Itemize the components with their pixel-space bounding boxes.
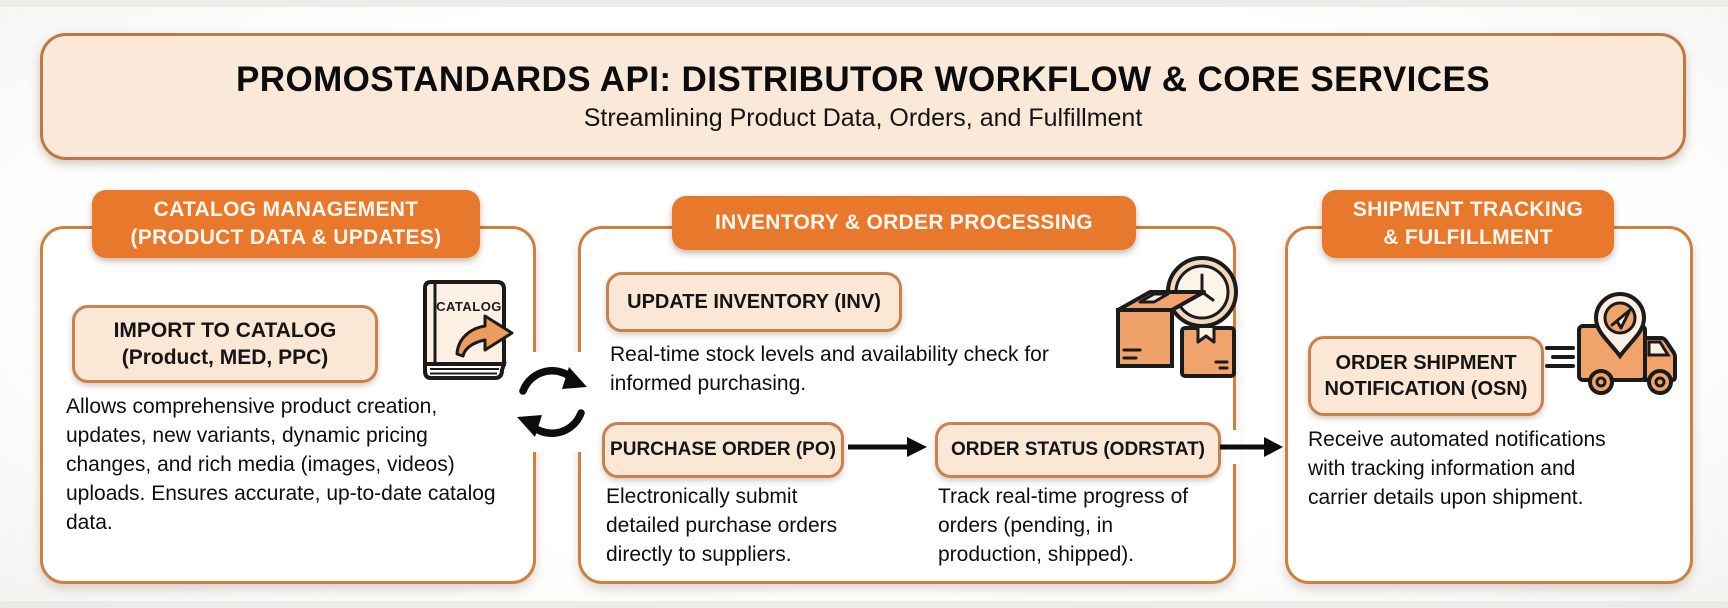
bottom-edge-band	[0, 601, 1728, 608]
odrstat-service-label: ORDER STATUS (ODRSTAT)	[950, 438, 1205, 460]
flow-arrow-po-to-odrstat	[845, 435, 929, 459]
osn-description: Receive automated notifications with tra…	[1308, 428, 1606, 509]
shipment-panel-title-line1: SHIPMENT TRACKING	[1352, 198, 1584, 222]
po-service-label: PURCHASE ORDER (PO)	[610, 438, 836, 460]
import-service-line2: (Product, MED, PPC)	[121, 346, 329, 369]
catalog-panel-title-line2: (PRODUCT DATA & UPDATES)	[130, 226, 442, 249]
catalog-book-label: CATALOG	[436, 299, 502, 314]
inventory-panel-title-badge: INVENTORY & ORDER PROCESSING	[672, 196, 1136, 250]
shipment-panel-title-badge: SHIPMENT TRACKING & FULFILLMENT	[1322, 190, 1614, 258]
catalog-panel-title-badge: CATALOG MANAGEMENT (PRODUCT DATA & UPDAT…	[92, 190, 480, 258]
service-badge-purchase-order: PURCHASE ORDER (PO)	[602, 422, 844, 478]
catalog-description: Allows comprehensive product creation, u…	[66, 395, 496, 534]
delivery-truck-tracking-icon	[1543, 288, 1693, 400]
sync-cycle-icon	[507, 357, 597, 447]
top-edge-band	[0, 0, 1728, 7]
inventory-boxes-clock-icon	[1110, 250, 1250, 385]
osn-service-line1: ORDER SHIPMENT	[1335, 352, 1517, 374]
service-badge-order-status: ORDER STATUS (ODRSTAT)	[935, 422, 1221, 478]
inventory-panel-title: INVENTORY & ORDER PROCESSING	[715, 211, 1093, 235]
service-badge-order-shipment-notification: ORDER SHIPMENT NOTIFICATION (OSN)	[1308, 336, 1544, 416]
inv-service-label: UPDATE INVENTORY (INV)	[627, 291, 881, 313]
shipment-panel-title-line2: & FULFILLMENT	[1383, 226, 1553, 249]
odrstat-description: Track real-time progress of orders (pend…	[938, 485, 1189, 566]
flow-arrow-odrstat-to-shipment	[1218, 435, 1284, 459]
page-title: PROMOSTANDARDS API: DISTRIBUTOR WORKFLOW…	[236, 60, 1490, 99]
osn-service-line2: NOTIFICATION (OSN)	[1324, 378, 1528, 400]
po-description: Electronically submit detailed purchase …	[606, 485, 838, 566]
service-badge-update-inventory: UPDATE INVENTORY (INV)	[606, 272, 902, 332]
service-badge-import-to-catalog: IMPORT TO CATALOG (Product, MED, PPC)	[72, 305, 378, 383]
catalog-panel-title-line1: CATALOG MANAGEMENT	[153, 198, 419, 222]
inv-description: Real-time stock levels and availability …	[610, 343, 1049, 395]
header-banner: PROMOSTANDARDS API: DISTRIBUTOR WORKFLOW…	[40, 33, 1686, 160]
catalog-book-icon: CATALOG	[405, 276, 520, 388]
import-service-line1: IMPORT TO CATALOG	[113, 318, 337, 342]
page-subtitle: Streamlining Product Data, Orders, and F…	[583, 104, 1143, 132]
